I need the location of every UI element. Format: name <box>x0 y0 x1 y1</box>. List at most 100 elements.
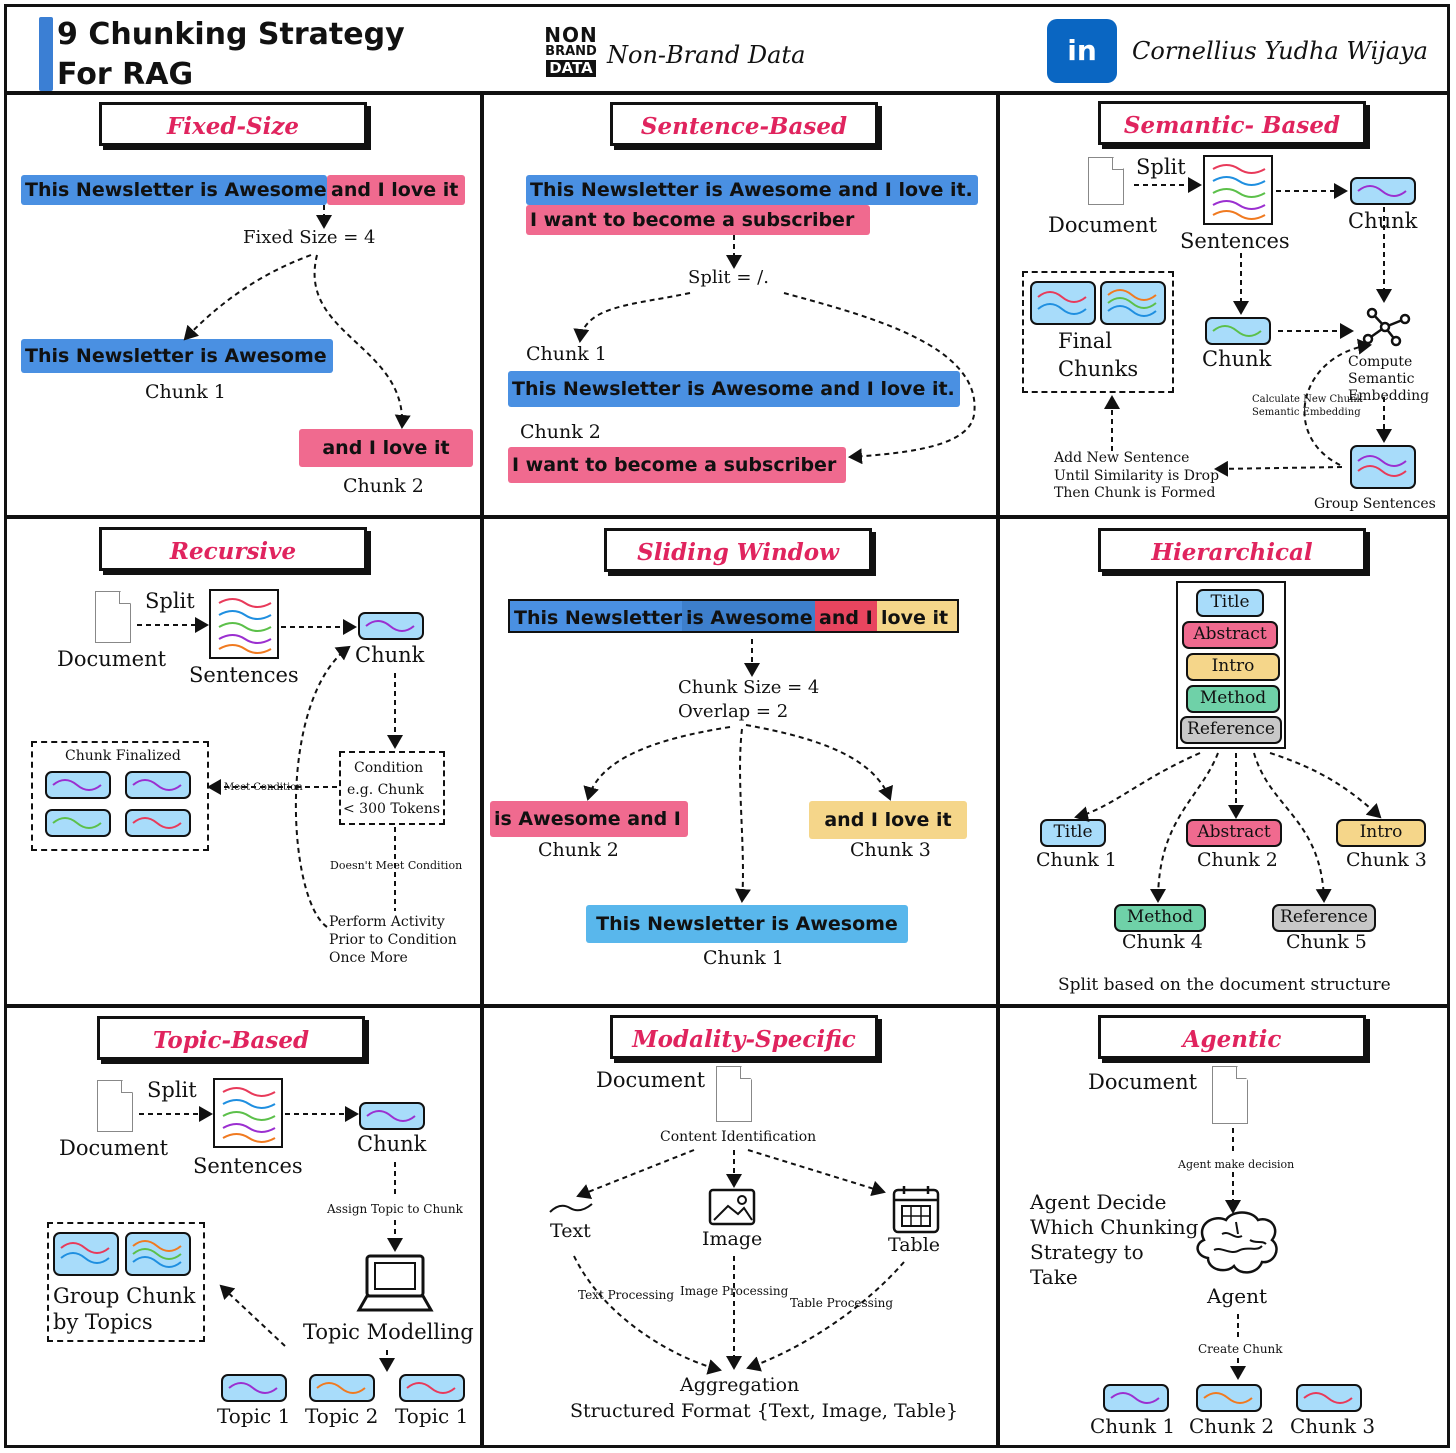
chunk-wave <box>1357 185 1407 197</box>
chunk-1-text: This Newsletter is Awesome <box>586 905 908 943</box>
modality-arrows <box>549 1149 940 1375</box>
chunk-label: Chunk <box>357 1132 427 1156</box>
compute-line-3: Embedding <box>1348 388 1430 404</box>
stack-abstract: Abstract <box>1182 621 1278 649</box>
brand-logo: NON BRAND DATA <box>543 25 599 77</box>
stack-intro: Intro <box>1186 653 1280 681</box>
panel-title: Fixed-Size <box>99 102 367 146</box>
hierarchy-caption: Split based on the document structure <box>1058 975 1391 995</box>
group-chunk-1-icon <box>53 1232 119 1276</box>
final-chunk-1-icon <box>1030 281 1096 325</box>
chunk-4-label: Chunk 4 <box>1122 931 1203 953</box>
chunk-wave <box>228 1382 278 1394</box>
window-seg-2: is Awesome <box>682 599 815 633</box>
content-id-label: Content Identification <box>660 1129 817 1145</box>
document-label: Document <box>59 1136 169 1160</box>
chunk-3-label: Chunk 3 <box>850 839 931 861</box>
page-title: 9 Chunking Strategy For RAG <box>57 15 477 95</box>
chunk-wave <box>52 779 102 791</box>
split-rule: Split = /. <box>688 267 769 288</box>
chunk-3-pill: Intro <box>1336 819 1426 847</box>
linkedin-icon[interactable]: in <box>1047 19 1117 83</box>
panel-title: Recursive <box>99 527 367 571</box>
add-line-2: Until Similarity is Drop <box>1054 468 1220 484</box>
chunk-wave <box>366 1110 416 1122</box>
logo-line-3: DATA <box>546 60 596 77</box>
agent-chunk-3-label: Chunk 3 <box>1290 1414 1376 1438</box>
condition-line-1: Condition <box>354 760 424 776</box>
not-meet-label: Doesn't Meet Condition <box>330 859 463 872</box>
brand-name: Non-Brand Data <box>607 41 806 69</box>
chunk-waves <box>1037 291 1087 315</box>
table-proc-label: Table Processing <box>790 1296 894 1310</box>
window-seg-1: This Newsletter <box>508 599 682 633</box>
sentences-lines <box>218 598 272 654</box>
brain-icon <box>1196 1211 1278 1274</box>
chunk-2-text: is Awesome and I <box>490 801 688 837</box>
chunk-2-label: Chunk 2 <box>520 421 601 443</box>
chunk-wave <box>316 1382 366 1394</box>
create-chunk-label: Create Chunk <box>1198 1342 1283 1356</box>
panel-sentence-based: Sentence-Based This Newsletter is Awesom… <box>484 95 996 515</box>
panel-title: Semantic- Based <box>1098 101 1366 145</box>
chunk-size-rule: Chunk Size = 4 <box>678 677 820 698</box>
group-sentences-label: Group Sentences <box>1314 496 1436 512</box>
topic-modelling-label: Topic Modelling <box>303 1320 474 1344</box>
chunk-wave <box>406 1382 456 1394</box>
sentences-icon <box>209 589 279 659</box>
final-chunk-icon <box>125 771 191 799</box>
table-label: Table <box>888 1234 941 1256</box>
sentence-arrows <box>573 235 976 465</box>
chunk-2-text: I want to become a subscriber <box>508 447 846 483</box>
chunk-wave <box>365 620 415 632</box>
image-proc-label: Image Processing <box>680 1284 789 1298</box>
text-proc-label: Text Processing <box>578 1288 674 1302</box>
condition-line-3: < 300 Tokens <box>343 801 441 817</box>
perform-line-2: Prior to Condition <box>329 932 457 948</box>
chunk-label: Chunk <box>355 643 425 667</box>
chunk-1-text: This Newsletter is Awesome and I love it… <box>508 371 960 407</box>
sentence-2: I want to become a subscriber <box>526 205 870 235</box>
decide-line-2: Which Chunking <box>1030 1215 1199 1239</box>
window-seg-3: and I <box>815 599 877 633</box>
group-box <box>47 1222 205 1342</box>
laptop-icon <box>356 1254 434 1312</box>
group-sentences-icon <box>1350 445 1416 489</box>
window-seg-4: love it <box>877 599 959 633</box>
decide-line-1: Agent Decide <box>1030 1190 1167 1214</box>
topic-label-2: Topic 2 <box>305 1404 379 1428</box>
title-line-1: 9 Chunking Strategy <box>57 17 405 52</box>
final-chunk-icon <box>125 809 191 837</box>
logo-line-1: NON <box>544 23 598 47</box>
final-label-1: Final <box>1058 329 1113 353</box>
grid-line-h0 <box>4 91 1450 95</box>
grid-line-v2 <box>996 91 1000 1448</box>
split-label: Split <box>147 1078 197 1102</box>
topic-1-icon <box>221 1374 287 1402</box>
document-label: Document <box>596 1068 706 1092</box>
logo-line-2: BRAND <box>545 44 597 59</box>
agentic-arrows <box>1196 1128 1278 1380</box>
sentence-part-1: This Newsletter is Awesome <box>21 175 327 205</box>
title-line-2: For RAG <box>57 57 194 92</box>
condition-box <box>339 751 445 825</box>
overlap-rule: Overlap = 2 <box>678 701 789 722</box>
final-chunk-2-icon <box>1100 281 1166 325</box>
panel-semantic-based: Semantic- Based Split Document Sentences… <box>1000 95 1447 515</box>
agent-chunk-2-icon <box>1196 1384 1262 1412</box>
hierarchy-arrows <box>1074 752 1382 903</box>
chunk-finalized-box <box>31 741 209 851</box>
final-chunks-box <box>1022 271 1174 393</box>
chunk-wave <box>1212 325 1262 337</box>
chunk-icon <box>359 1102 425 1130</box>
split-label: Split <box>145 589 195 613</box>
chunk-5-pill: Reference <box>1272 904 1376 932</box>
document-label: Document <box>1048 213 1158 237</box>
panel-title: Modality-Specific <box>610 1015 878 1059</box>
panel-title: Hierarchical <box>1098 528 1366 572</box>
document-icon <box>716 1066 752 1122</box>
chunk-1-label: Chunk 1 <box>145 381 226 403</box>
fixed-arrows <box>183 205 411 429</box>
topic-label-3: Topic 1 <box>395 1404 469 1428</box>
document-icon <box>1088 157 1124 205</box>
